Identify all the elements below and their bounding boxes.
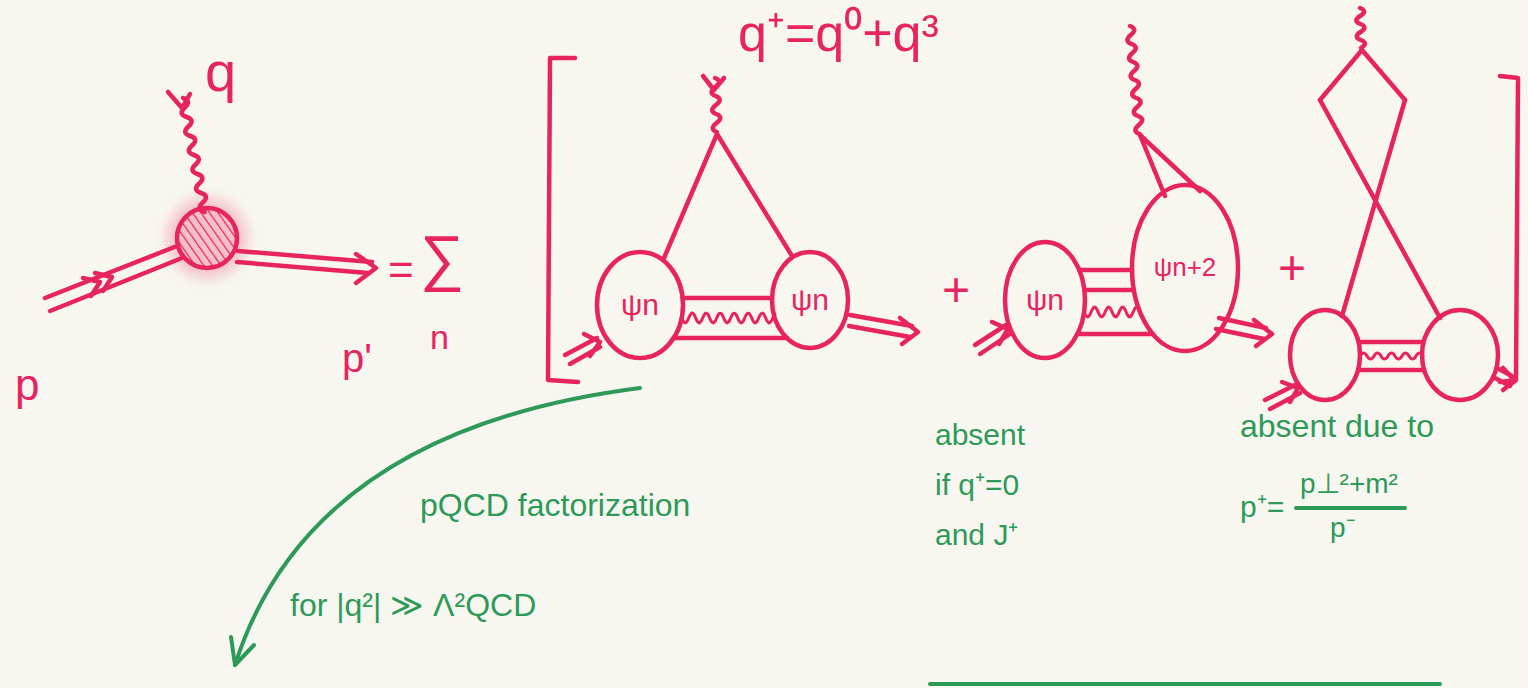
momentum-label: p': [342, 335, 372, 381]
photon-line: [182, 98, 206, 212]
photon-line: [1356, 8, 1365, 48]
outgoing-hadron-line: [237, 262, 368, 273]
wavefunction-blob: ψn: [770, 250, 850, 350]
hadron-arrow: [1254, 320, 1272, 346]
annotation-note: absent if q⁺=0 and J⁺: [935, 410, 1035, 560]
wavefunction-label: ψn: [791, 283, 829, 318]
photon-arrow: [168, 92, 190, 108]
spectator-line: [1084, 288, 1134, 293]
hadron-arrow: [95, 273, 112, 291]
wavefunction-label: ψn: [1026, 283, 1064, 318]
hadron-arrow: [584, 334, 600, 356]
incoming-hadron-line: [45, 246, 177, 298]
wavefunction-label: ψn: [621, 288, 659, 323]
note-arrow: [235, 388, 640, 665]
momentum-label: p: [15, 360, 39, 411]
momentum-label: q: [205, 40, 236, 104]
hadron-arrow: [83, 278, 100, 296]
spectator-line: [1079, 268, 1132, 273]
spectator-line: [1359, 340, 1423, 345]
incoming-hadron-line: [50, 258, 182, 311]
hadron-arrow: [1282, 382, 1298, 402]
hadron-arrow: [1503, 368, 1515, 390]
equals-sign: =: [388, 245, 414, 296]
hadron-arrow: [356, 254, 376, 283]
spectator-line: [674, 336, 787, 341]
wavefunction-blob: ψn: [1003, 240, 1087, 360]
quark-line: [1140, 135, 1200, 191]
photon-arrow: [703, 76, 724, 90]
bracket: [548, 58, 578, 382]
formula-label: p⁺=: [1240, 490, 1284, 525]
hadron-arrow: [992, 322, 1008, 344]
annotation-note: absent due to: [1240, 408, 1434, 445]
blob-outline: [597, 252, 683, 358]
plus-sign: +: [942, 262, 970, 317]
wavefunction-blob: ψn+2: [1130, 183, 1240, 353]
wavefunction-blob: [1422, 310, 1498, 400]
blob-outline: [772, 252, 848, 348]
quark-line: [664, 134, 792, 258]
quark-line: [1342, 100, 1405, 316]
quark-loop: [1320, 50, 1405, 100]
annotation-note: pQCD factorization for |q²| ≫ Λ²QCD: [290, 455, 710, 655]
spectator-line: [683, 296, 772, 301]
bracket: [1500, 76, 1518, 382]
fraction-bar: [1296, 506, 1405, 510]
wavefunction-blob: ψn: [595, 250, 685, 360]
vertex-blob: [177, 208, 237, 268]
vertex-glow: [167, 198, 247, 278]
wavefunction-blob: [1290, 310, 1360, 400]
hadron-arrow: [900, 318, 918, 344]
spectator-line: [1077, 332, 1152, 337]
spectator-line: [1359, 368, 1424, 373]
fraction-denominator: p⁻: [1330, 512, 1355, 544]
sum-sign: ∑: [420, 222, 464, 293]
fraction-numerator: p⊥²+m²: [1300, 468, 1398, 500]
quark-line: [1320, 100, 1440, 318]
gluon-line: [682, 313, 775, 323]
underline: [930, 682, 1440, 686]
gluon-line: [1084, 307, 1140, 317]
blob-outline: [1005, 242, 1085, 358]
outgoing-hadron-line: [1216, 329, 1264, 339]
outgoing-hadron-line: [238, 251, 372, 262]
wavefunction-label: ψn+2: [1154, 253, 1217, 283]
gluon-line: [1360, 353, 1423, 359]
outgoing-hadron-line: [849, 326, 910, 337]
note-arrowhead: [231, 637, 254, 665]
sum-index: n: [430, 318, 449, 357]
formula-label: q⁺=q⁰+q³: [738, 4, 939, 64]
plus-sign: +: [1278, 240, 1306, 295]
blob-outline: [1132, 185, 1238, 351]
photon-line: [1127, 26, 1142, 134]
